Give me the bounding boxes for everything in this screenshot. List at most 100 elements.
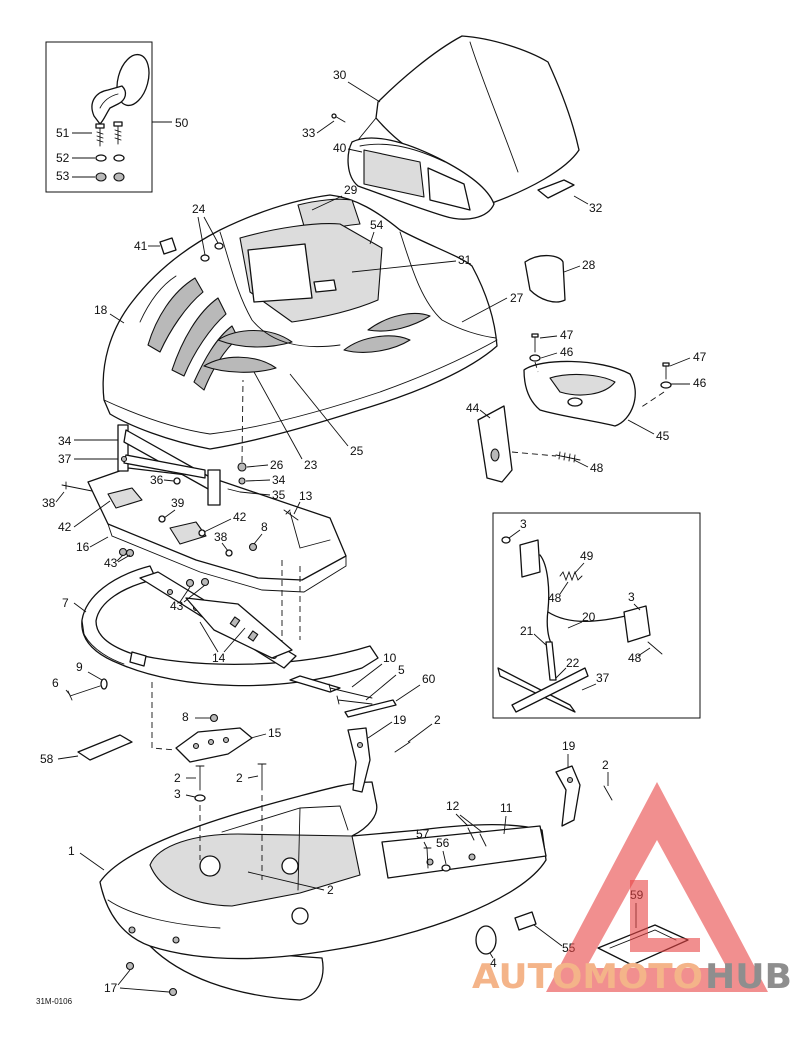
headlight-recess xyxy=(549,374,616,396)
leader-line xyxy=(311,195,343,211)
leader-line xyxy=(489,952,494,959)
mirror-inset xyxy=(45,41,153,193)
callout-26: 26 xyxy=(270,458,284,472)
leader-line xyxy=(559,581,569,595)
support-bracket-assembly xyxy=(61,424,347,662)
leader-line xyxy=(89,536,109,548)
assembly-dashed-line xyxy=(511,451,557,457)
nut xyxy=(185,578,195,588)
leader-line xyxy=(669,357,691,367)
hood-part xyxy=(102,194,498,472)
leader-line xyxy=(555,667,567,679)
leader-line xyxy=(461,297,508,323)
cable-spring xyxy=(559,570,583,582)
pan-boss xyxy=(291,907,309,925)
washer xyxy=(529,354,541,362)
hood-grommet xyxy=(200,254,210,262)
callout-24: 24 xyxy=(192,202,206,216)
leader-line xyxy=(540,352,558,359)
mirror-screw xyxy=(96,127,104,147)
bolt xyxy=(336,695,373,705)
pan-boss xyxy=(281,857,299,875)
bar-hole xyxy=(426,858,434,866)
leader-line xyxy=(289,373,349,447)
callout-47: 47 xyxy=(560,328,574,342)
callout-27: 27 xyxy=(510,291,524,305)
bracket-hole xyxy=(192,742,200,750)
rivet xyxy=(120,455,128,463)
windshield-part xyxy=(331,35,580,303)
leader-line xyxy=(57,755,79,760)
callout-36: 36 xyxy=(150,473,164,487)
leader-line xyxy=(183,584,206,603)
support-pad xyxy=(169,521,207,545)
callout-10: 10 xyxy=(383,651,397,665)
washer xyxy=(225,549,233,557)
cross-bar xyxy=(497,667,576,713)
callout-54: 54 xyxy=(370,218,384,232)
leader-line xyxy=(423,841,428,849)
mirror-nut xyxy=(95,172,107,182)
leader-line xyxy=(567,621,583,629)
leader-line xyxy=(455,813,469,827)
leader-line xyxy=(395,684,421,702)
leader-line xyxy=(119,987,170,993)
front-cross-bar xyxy=(381,825,547,879)
leader-line xyxy=(163,479,175,482)
callout-38: 38 xyxy=(42,496,56,510)
support-flange xyxy=(289,511,331,549)
cable-rod xyxy=(545,641,557,681)
bottom-pan-keel xyxy=(149,945,324,1001)
cable xyxy=(547,611,631,623)
leader-line xyxy=(197,216,206,256)
callout-19: 19 xyxy=(562,739,576,753)
washer xyxy=(441,864,451,872)
mirror-screw xyxy=(114,125,122,145)
callout-4: 4 xyxy=(490,956,497,970)
callout-43: 43 xyxy=(170,599,184,613)
bezel-edge xyxy=(359,143,446,163)
callout-5: 5 xyxy=(398,663,405,677)
leader-line xyxy=(633,603,641,611)
leader-line xyxy=(250,733,267,739)
nut xyxy=(200,577,210,587)
callout-42: 42 xyxy=(58,520,72,534)
washer xyxy=(158,515,166,523)
callout-20: 20 xyxy=(582,610,596,624)
washer xyxy=(194,794,206,802)
callout-15: 15 xyxy=(268,726,282,740)
watermark-triangle xyxy=(546,782,768,992)
screw xyxy=(227,488,241,493)
hood-vent xyxy=(171,297,227,377)
bracket-hole xyxy=(207,738,215,746)
leader-line xyxy=(109,313,125,324)
callout-57: 57 xyxy=(416,827,430,841)
brace-slot xyxy=(229,616,241,628)
hood-console-latch xyxy=(313,279,337,293)
leader-line xyxy=(573,195,589,205)
callout-8: 8 xyxy=(261,520,268,534)
bracket-hole xyxy=(356,741,364,749)
hood-contour xyxy=(399,231,497,339)
callout-48: 48 xyxy=(548,591,562,605)
callout-3: 3 xyxy=(174,787,181,801)
front-bumper xyxy=(81,565,379,687)
hood-side-scoop xyxy=(343,335,411,353)
leader-line xyxy=(247,775,259,779)
hood-contour xyxy=(139,275,177,323)
leader-line xyxy=(116,554,124,562)
pan-bracket-right xyxy=(555,765,581,827)
bolt xyxy=(647,641,663,655)
callout-1: 1 xyxy=(68,844,75,858)
callout-43: 43 xyxy=(104,556,118,570)
callout-2: 2 xyxy=(236,771,243,785)
leader-line xyxy=(581,683,597,691)
leader-line xyxy=(573,459,589,468)
leader-line xyxy=(246,464,269,468)
leader-line xyxy=(253,533,263,545)
callout-2: 2 xyxy=(174,771,181,785)
cable-inset-frame xyxy=(492,512,701,719)
leader-line xyxy=(367,721,393,739)
